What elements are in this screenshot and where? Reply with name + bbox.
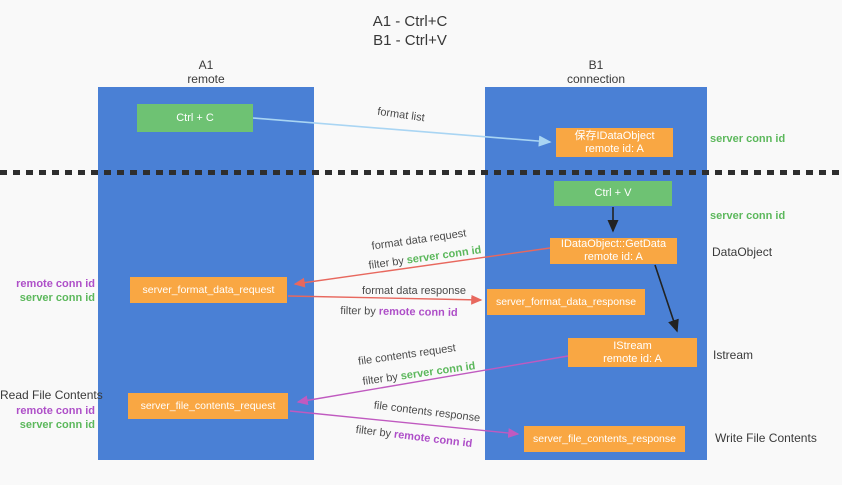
lane-header-b1: B1 connection (485, 58, 707, 86)
filter-by-text: filter by (361, 371, 399, 388)
format-data-response-label: format data response (362, 285, 466, 297)
save-idataobject-subtitle: remote id: A (585, 142, 644, 155)
remote-conn-id-key: remote conn id (393, 428, 473, 451)
filter-by-text: filter by (340, 304, 376, 318)
title-line-1: A1 - Ctrl+C (372, 13, 448, 30)
remote-conn-id-key: remote conn id (378, 305, 458, 320)
lane-b1-role: connection (566, 72, 626, 86)
node-save-idataobject: 保存IDataObject remote id: A (556, 128, 673, 157)
getdata-title: IDataObject::GetData (560, 238, 667, 250)
server-file-contents-request-label: server_file_contents_request (140, 399, 276, 412)
ctrl-v-label: Ctrl + V (594, 187, 632, 199)
right-server-conn-id-top: server conn id (710, 133, 786, 145)
right-dataobject-label: DataObject (712, 245, 773, 259)
server-conn-id-key: server conn id (399, 360, 477, 383)
server-format-data-response-label: server_format_data_response (495, 295, 637, 308)
node-ctrl-v: Ctrl + V (554, 181, 672, 206)
istream-title: IStream (613, 339, 652, 352)
lane-a1-role: remote (187, 72, 225, 86)
dashed-divider (0, 170, 842, 175)
node-server-format-data-request: server_format_data_request (130, 277, 287, 303)
format-list-label: format list (376, 105, 426, 125)
lane-b1-name: B1 (588, 58, 604, 72)
node-server-file-contents-request: server_file_contents_request (128, 393, 288, 419)
left-remote-conn-id-bottom: remote conn id (16, 405, 95, 417)
filter-by-text: filter by (367, 255, 405, 272)
node-ctrl-c: Ctrl + C (137, 104, 253, 132)
lane-header-a1: A1 remote (98, 58, 314, 86)
right-write-file-contents-label: Write File Contents (715, 431, 817, 445)
left-remote-conn-id-top: remote conn id (16, 278, 95, 290)
file-contents-response-label: file contents response (373, 399, 481, 425)
diagram-title: A1 - Ctrl+C B1 - Ctrl+V (325, 12, 495, 50)
left-server-conn-id-bottom: server conn id (19, 419, 95, 431)
filter-by-text: filter by (355, 423, 392, 441)
node-server-file-contents-response: server_file_contents_response (524, 426, 685, 452)
save-idataobject-title: 保存IDataObject (574, 129, 655, 142)
server-format-data-request-label: server_format_data_request (142, 283, 275, 296)
istream-subtitle: remote id: A (603, 352, 662, 365)
left-server-conn-id-top: server conn id (19, 292, 95, 304)
node-server-format-data-response: server_format_data_response (487, 289, 645, 315)
ctrl-c-label: Ctrl + C (176, 111, 214, 124)
right-istream-label: Istream (713, 348, 754, 362)
getdata-subtitle: remote id: A (584, 251, 643, 263)
left-read-file-contents-label: Read File Contents (0, 388, 103, 402)
right-server-conn-id-mid: server conn id (710, 210, 786, 222)
node-idataobject-getdata: IDataObject::GetData remote id: A (550, 238, 677, 264)
title-line-2: B1 - Ctrl+V (373, 32, 447, 49)
server-conn-id-key: server conn id (405, 244, 483, 267)
server-file-contents-response-label: server_file_contents_response (532, 432, 676, 445)
node-istream: IStream remote id: A (568, 338, 697, 367)
lane-a1-name: A1 (198, 58, 214, 72)
